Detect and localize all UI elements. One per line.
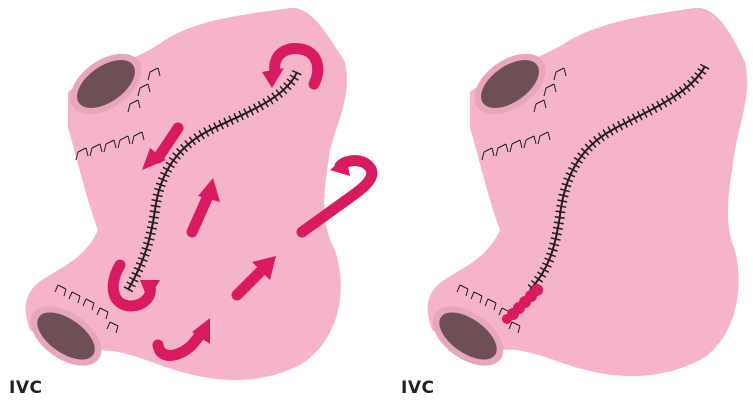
ivc-label-left: IVC <box>9 378 42 398</box>
left-panel <box>20 8 372 380</box>
right-panel <box>422 8 747 378</box>
ivc-label-right: IVC <box>401 378 434 398</box>
